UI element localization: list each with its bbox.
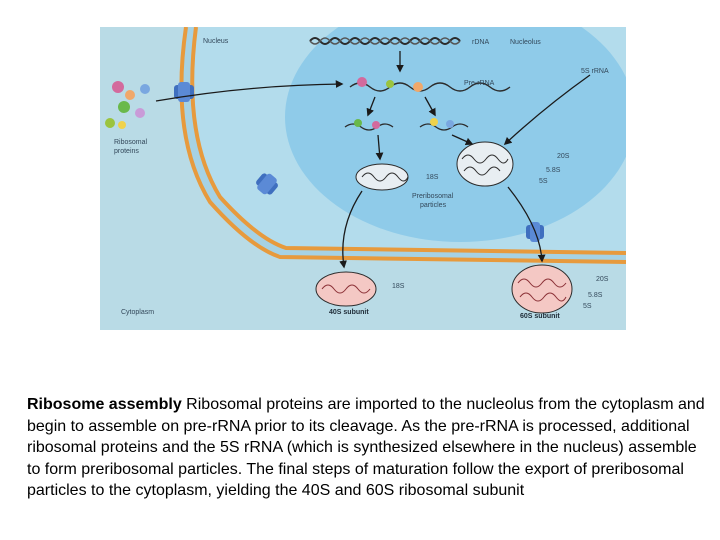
subunit-40s-rna xyxy=(321,284,371,294)
label-ribosomal-proteins-1: Ribosomal xyxy=(114,139,148,146)
protein-on-intermediate xyxy=(354,119,362,127)
protein-on-intermediate xyxy=(446,120,454,128)
label-nucleolus: Nucleolus xyxy=(510,39,541,46)
particle-rna-coil xyxy=(461,154,509,176)
label-20s-bottom: 20S xyxy=(596,276,609,283)
label-58s-bottom: 5.8S xyxy=(588,292,603,299)
arrow-protein-import xyxy=(155,80,344,102)
pre-rrna-strand xyxy=(349,82,511,92)
subunit-60s-rna xyxy=(517,278,567,302)
arrow-processing-right xyxy=(424,96,436,117)
figure-caption: Ribosome assembly Ribosomal proteins are… xyxy=(27,394,707,502)
label-ribosomal-proteins-2: proteins xyxy=(114,148,139,155)
arrow-5s-incoming xyxy=(503,74,591,146)
arrow-export-60s xyxy=(507,186,546,263)
label-60s-subunit: 60S subunit xyxy=(520,313,560,320)
label-preribosomal-2: particles xyxy=(420,202,447,209)
caption-title: Ribosome assembly xyxy=(27,396,182,413)
caption-body: Ribosomal proteins are imported to the n… xyxy=(27,396,705,499)
arrow-processing-left xyxy=(366,96,376,117)
protein-on-prerrna xyxy=(357,77,367,87)
rdna-helix xyxy=(309,37,461,45)
intermediate-strand-left xyxy=(344,123,394,131)
small-preribosomal-particle xyxy=(355,163,409,191)
arrow-to-large-particle xyxy=(451,134,474,145)
label-nucleus: Nucleus xyxy=(203,38,229,45)
protein-on-prerrna xyxy=(413,82,423,92)
protein-on-prerrna xyxy=(386,80,394,88)
label-5s-rrna: 5S rRNA xyxy=(581,68,609,75)
label-preribosomal-1: Preribosomal xyxy=(412,193,454,200)
subunit-60s xyxy=(511,264,573,314)
nuclear-pore-middle xyxy=(256,173,278,195)
large-preribosomal-particle xyxy=(456,141,514,187)
protein-on-intermediate xyxy=(430,118,438,126)
label-40s-subunit: 40S subunit xyxy=(329,309,369,316)
label-20s-top: 20S xyxy=(557,153,570,160)
label-pre-rrna: Pre-rRNA xyxy=(464,80,495,87)
label-18s-mid: 18S xyxy=(426,174,439,181)
label-5s-top: 5S xyxy=(539,178,548,185)
nuclear-pore-left xyxy=(174,82,194,102)
intermediate-strand-right xyxy=(419,123,469,131)
arrow-to-small-particle xyxy=(375,134,384,161)
arrow-export-40s xyxy=(339,190,363,269)
label-5s-bottom: 5S xyxy=(583,303,592,310)
nuclear-membrane-inner-line xyxy=(190,27,626,255)
ribosomal-protein-cluster xyxy=(105,81,150,129)
protein-on-intermediate xyxy=(372,121,380,129)
diagram-svg: Nucleus rDNA Nucleolus 5S rRNA Pre-rRNA … xyxy=(100,27,626,330)
rdna-helix-strand xyxy=(309,37,461,45)
ribosome-assembly-diagram: Nucleus rDNA Nucleolus 5S rRNA Pre-rRNA … xyxy=(100,27,626,330)
label-18s-bottom: 18S xyxy=(392,283,405,290)
label-58s-top: 5.8S xyxy=(546,167,561,174)
label-rdna: rDNA xyxy=(472,39,489,46)
label-cytoplasm: Cytoplasm xyxy=(121,309,154,316)
particle-rna-coil xyxy=(361,172,409,182)
